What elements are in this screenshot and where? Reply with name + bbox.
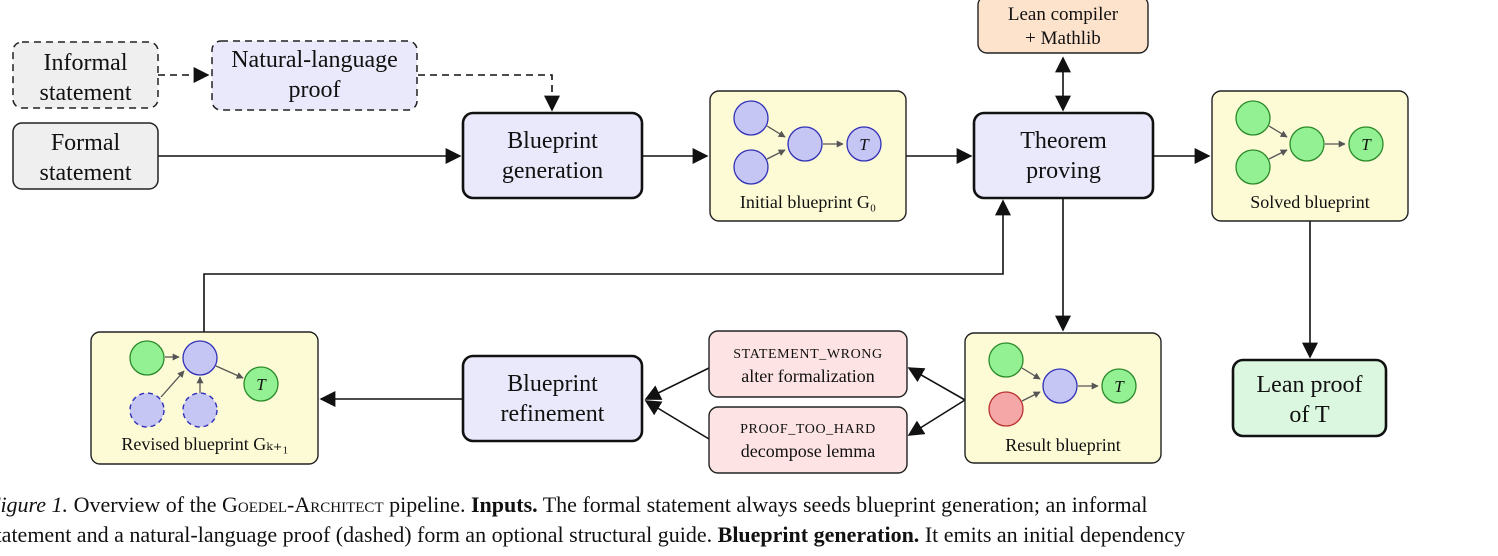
informal-statement-line2: statement <box>40 80 132 106</box>
revised-blueprint-label: Revised blueprint Gₖ₊₁ <box>121 434 288 454</box>
blueprint-refinement-line2: refinement <box>501 401 605 427</box>
revised-target-label: T <box>256 375 267 394</box>
nl-proof-line2: proof <box>289 77 341 103</box>
edges <box>158 56 1318 440</box>
caption-seg1: Overview of the <box>68 492 223 517</box>
revised-blueprint-panel: T Revised blueprint Gₖ₊₁ <box>90 331 319 465</box>
result-target-label: T <box>1114 377 1125 396</box>
result-blueprint-label: Result blueprint <box>1005 435 1121 455</box>
solved-blueprint-label: Solved blueprint <box>1250 192 1370 212</box>
statement-wrong-action: alter formalization <box>741 366 874 386</box>
lean-proof-line2: of T <box>1289 402 1330 428</box>
initial-node-target <box>846 126 882 162</box>
informal-statement-line1: Informal <box>44 50 128 76</box>
caption-line2-a: statement and a natural-language proof (… <box>0 522 718 547</box>
proof-too-hard-code: PROOF_TOO_HARD <box>740 422 876 437</box>
result-node-b <box>988 391 1024 427</box>
blueprint-refinement-node: Blueprint refinement <box>461 354 644 443</box>
solved-node-c <box>1289 126 1325 162</box>
nl-proof-node: Natural-language proof <box>211 40 418 111</box>
revised-node-b <box>182 340 218 376</box>
caption-line2-b: It emits an initial dependency <box>919 522 1186 547</box>
proof-too-hard-node: PROOF_TOO_HARD decompose lemma <box>708 406 908 474</box>
edge-proof-to-generation <box>418 74 560 112</box>
formal-statement-line1: Formal <box>51 130 121 156</box>
revised-node-d-new <box>182 392 218 428</box>
initial-blueprint-label: Initial blueprint G₀ <box>740 192 876 212</box>
lean-compiler-node: Lean compiler + Mathlib <box>977 0 1149 54</box>
edge-proof-hard-to-refinement <box>644 400 710 440</box>
blueprint-generation-line1: Blueprint <box>507 128 598 154</box>
lean-compiler-line2: + Mathlib <box>1025 28 1101 49</box>
revised-node-target <box>243 366 279 402</box>
result-blueprint-panel: T Result blueprint <box>964 332 1162 464</box>
caption-line-1: Figure 1. Overview of the Goedel-Archite… <box>0 490 1498 520</box>
nl-proof-line1: Natural-language <box>231 47 398 73</box>
edge-stmt-wrong-to-refinement <box>644 367 710 400</box>
solved-node-a <box>1235 100 1271 136</box>
theorem-proving-line1: Theorem <box>1020 128 1107 154</box>
solved-blueprint-panel: T Solved blueprint <box>1211 90 1409 222</box>
edge-result-to-stmt-wrong <box>907 367 966 401</box>
lean-proof-line1: Lean proof <box>1257 372 1363 398</box>
caption-pipeline-name: Goedel-Architect <box>222 492 384 517</box>
lean-compiler-line1: Lean compiler <box>1008 4 1119 25</box>
initial-node-c <box>787 126 823 162</box>
revised-node-a <box>129 340 165 376</box>
initial-blueprint-panel: T Initial blueprint G₀ <box>709 90 907 222</box>
blueprint-refinement-line1: Blueprint <box>507 371 598 397</box>
figure-caption: Figure 1. Overview of the Goedel-Archite… <box>0 490 1498 556</box>
revised-node-c-new <box>129 392 165 428</box>
theorem-proving-node: Theorem proving <box>972 111 1155 200</box>
initial-node-a <box>733 100 769 136</box>
result-node-c <box>1042 368 1078 404</box>
informal-statement-node: Informal statement <box>12 41 159 109</box>
statement-wrong-node: STATEMENT_WRONG alter formalization <box>708 330 908 398</box>
edge-result-to-proof-hard <box>907 399 966 436</box>
result-node-a <box>988 342 1024 378</box>
caption-inputs-label: Inputs. <box>470 492 538 517</box>
blueprint-generation-node: Blueprint generation <box>461 111 644 200</box>
theorem-proving-line2: proving <box>1026 158 1101 184</box>
solved-node-b <box>1235 149 1271 185</box>
initial-target-label: T <box>859 135 870 154</box>
proof-too-hard-action: decompose lemma <box>741 441 875 461</box>
edge-revised-to-proving <box>203 199 1011 332</box>
blueprint-generation-line2: generation <box>502 158 603 184</box>
formal-statement-line2: statement <box>40 160 132 186</box>
initial-node-b <box>733 149 769 185</box>
result-node-target <box>1101 368 1137 404</box>
caption-seg2: pipeline. <box>383 492 471 517</box>
caption-seg3: The formal statement always seeds bluepr… <box>537 492 1148 517</box>
solved-node-target <box>1348 126 1384 162</box>
lean-proof-node: Lean proof of T <box>1231 358 1388 438</box>
solved-target-label: T <box>1361 135 1372 154</box>
caption-figure-label: Figure 1. <box>0 492 69 517</box>
formal-statement-node: Formal statement <box>12 122 159 190</box>
statement-wrong-code: STATEMENT_WRONG <box>733 347 882 362</box>
caption-line-2: statement and a natural-language proof (… <box>0 520 1498 550</box>
caption-bg-label: Blueprint generation. <box>717 522 920 547</box>
